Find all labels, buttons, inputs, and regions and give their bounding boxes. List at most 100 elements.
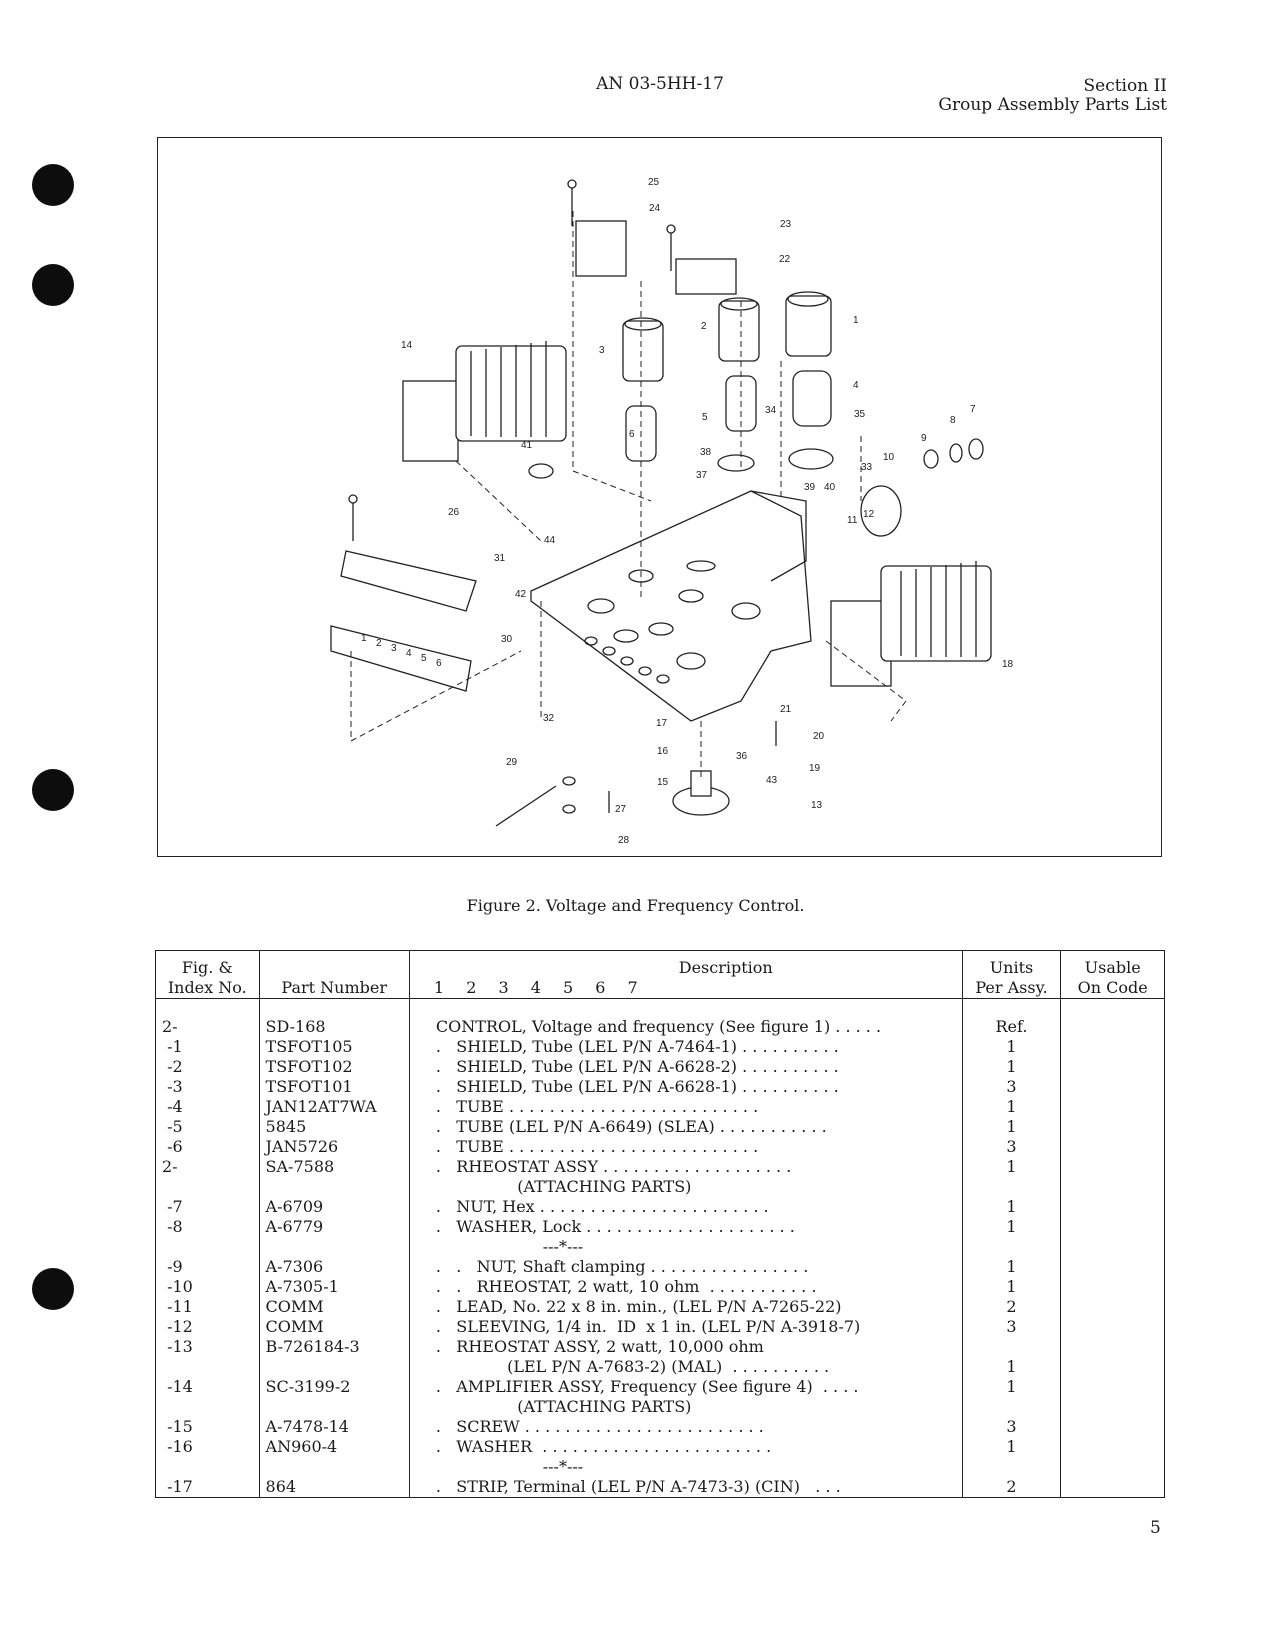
cell-description: . NUT, Hex . . . . . . . . . . . . . . .… [408, 1197, 963, 1217]
callout-label: 37 [696, 470, 708, 481]
cell-part-number: A-7305-1 [258, 1277, 410, 1297]
table-row: (LEL P/N A-7683-2) (MAL) . . . . . . . .… [155, 1357, 1165, 1377]
cell-usable-code [1060, 1437, 1165, 1457]
cell-description: ---*--- [408, 1237, 963, 1257]
cell-index: -6 [155, 1137, 260, 1157]
cell-part-number: A-6709 [258, 1197, 410, 1217]
cell-units: 1 [961, 1277, 1062, 1297]
punch-hole [32, 1268, 74, 1310]
cell-description: . AMPLIFIER ASSY, Frequency (See figure … [408, 1377, 963, 1397]
terminal-number: 4 [406, 648, 412, 659]
indent-levels: 1 2 3 4 5 6 7 [433, 978, 638, 997]
cell-usable-code [1060, 1177, 1165, 1197]
cell-description: . WASHER . . . . . . . . . . . . . . . .… [408, 1437, 963, 1457]
col-header-description: Description 1 2 3 4 5 6 7 [408, 950, 963, 999]
cell-description: . RHEOSTAT ASSY . . . . . . . . . . . . … [408, 1157, 963, 1177]
cell-units: 3 [961, 1077, 1062, 1097]
cell-part-number [258, 1397, 410, 1417]
callout-label: 3 [599, 345, 605, 356]
cell-usable-code [1060, 1157, 1165, 1177]
cell-description: . SHIELD, Tube (LEL P/N A-6628-1) . . . … [408, 1077, 963, 1097]
callout-label: 4 [853, 380, 859, 391]
cell-usable-code [1060, 998, 1165, 1037]
cell-units: 1 [961, 1197, 1062, 1217]
cell-usable-code [1060, 1297, 1165, 1317]
cell-usable-code [1060, 1077, 1165, 1097]
callout-label: 36 [736, 751, 748, 762]
cell-index [155, 1237, 260, 1257]
section-label: Section II [1083, 76, 1167, 96]
cell-usable-code [1060, 1357, 1165, 1377]
callout-label: 44 [544, 535, 556, 546]
table-row: (ATTACHING PARTS) [155, 1397, 1165, 1417]
cell-units: 1 [961, 1037, 1062, 1057]
cell-units: 3 [961, 1317, 1062, 1337]
cell-index: -7 [155, 1197, 260, 1217]
callout-label: 10 [883, 452, 895, 463]
cell-units: 1 [961, 1357, 1062, 1377]
cell-usable-code [1060, 1217, 1165, 1237]
cell-part-number: TSFOT102 [258, 1057, 410, 1077]
cell-part-number: TSFOT101 [258, 1077, 410, 1097]
cell-index: -11 [155, 1297, 260, 1317]
callout-label: 35 [854, 409, 866, 420]
transformer-22 [675, 258, 737, 295]
table-row: 2-SA-7588. RHEOSTAT ASSY . . . . . . . .… [155, 1157, 1165, 1177]
cell-part-number: SC-3199-2 [258, 1377, 410, 1397]
cell-units: 1 [961, 1257, 1062, 1277]
callout-label: 21 [780, 704, 792, 715]
callout-label: 7 [970, 404, 976, 415]
callout-label: 43 [766, 775, 778, 786]
cell-part-number: A-6779 [258, 1217, 410, 1237]
callout-label: 29 [506, 757, 518, 768]
cell-description: . SLEEVING, 1/4 in. ID x 1 in. (LEL P/N … [408, 1317, 963, 1337]
cell-index: -12 [155, 1317, 260, 1337]
cell-description: . STRIP, Terminal (LEL P/N A-7473-3) (CI… [408, 1477, 963, 1498]
cell-usable-code [1060, 1377, 1165, 1397]
cell-units [961, 1337, 1062, 1357]
callout-label: 40 [824, 482, 836, 493]
cell-index: -13 [155, 1337, 260, 1357]
cell-part-number: JAN5726 [258, 1137, 410, 1157]
cell-usable-code [1060, 1277, 1165, 1297]
callout-label: 14 [401, 340, 413, 351]
callout-label: 16 [657, 746, 669, 757]
cell-units [961, 1177, 1062, 1197]
cell-description: . . RHEOSTAT, 2 watt, 10 ohm . . . . . .… [408, 1277, 963, 1297]
cell-units: 3 [961, 1137, 1062, 1157]
callout-label: 19 [809, 763, 821, 774]
cell-index: -5 [155, 1117, 260, 1137]
cell-description: ---*--- [408, 1457, 963, 1477]
col-header-fig-index: Fig. &Index No. [155, 950, 260, 999]
cell-part-number: AN960-4 [258, 1437, 410, 1457]
cell-units [961, 1397, 1062, 1417]
cell-usable-code [1060, 1477, 1165, 1498]
cell-units [961, 1457, 1062, 1477]
cell-index: -2 [155, 1057, 260, 1077]
cell-usable-code [1060, 1237, 1165, 1257]
cell-index [155, 1397, 260, 1417]
cell-usable-code [1060, 1337, 1165, 1357]
cell-index: -16 [155, 1437, 260, 1457]
callout-label: 9 [921, 433, 927, 444]
cell-description: CONTROL, Voltage and frequency (See figu… [408, 998, 963, 1037]
terminal-board [330, 625, 472, 692]
cell-usable-code [1060, 1417, 1165, 1437]
document-id: AN 03-5HH-17 [596, 74, 724, 94]
cell-units: 1 [961, 1117, 1062, 1137]
callout-label: 8 [950, 415, 956, 426]
cell-part-number: SD-168 [258, 998, 410, 1037]
cell-units: 1 [961, 1097, 1062, 1117]
callout-label: 24 [649, 203, 661, 214]
cell-description: (ATTACHING PARTS) [408, 1177, 963, 1197]
cell-usable-code [1060, 1037, 1165, 1057]
cell-description: . SHIELD, Tube (LEL P/N A-7464-1) . . . … [408, 1037, 963, 1057]
cell-part-number [258, 1357, 410, 1377]
cell-usable-code [1060, 1057, 1165, 1077]
